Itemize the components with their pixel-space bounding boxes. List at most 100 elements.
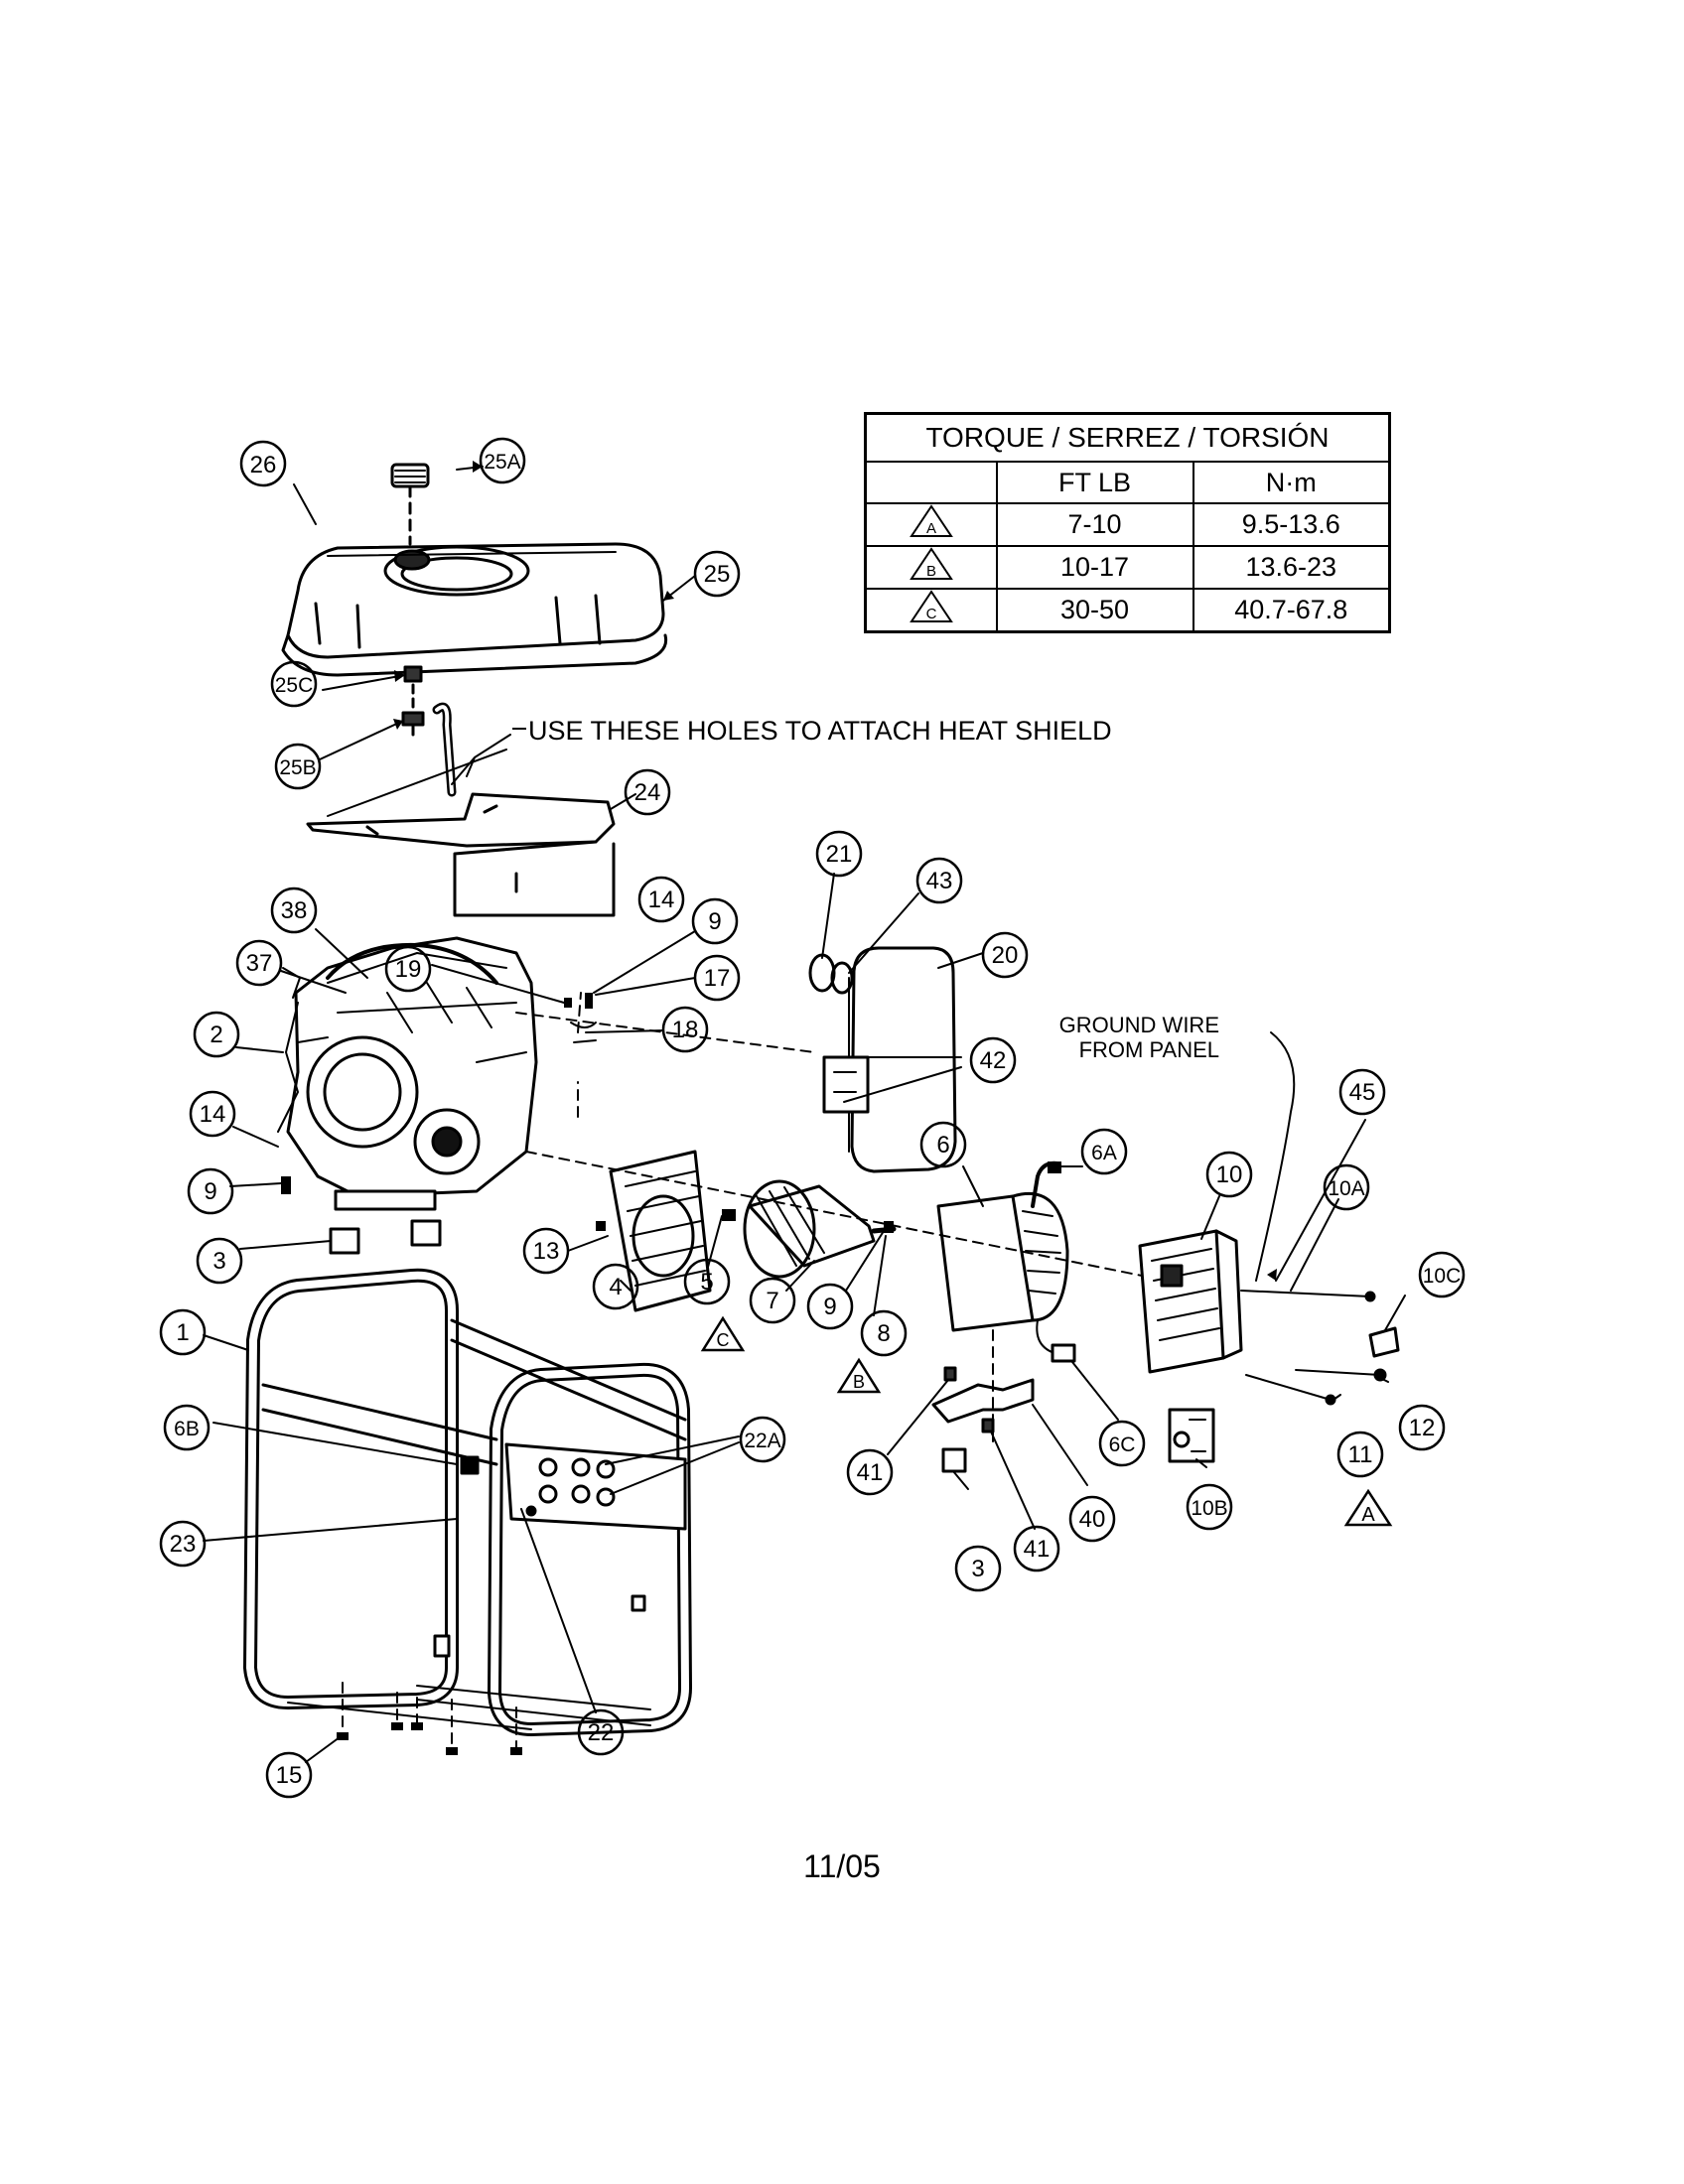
svg-text:7: 7	[766, 1288, 778, 1314]
torque-table: TORQUE / SERREZ / TORSIÓN FT LB N·m A 7-…	[864, 412, 1391, 633]
callout-20: 20	[981, 931, 1029, 979]
svg-text:6B: 6B	[174, 1418, 200, 1440]
mounting-bracket	[931, 1366, 1035, 1473]
callout-19: 19	[384, 945, 432, 993]
svg-text:9: 9	[204, 1178, 216, 1205]
callout-14-left: 14	[189, 1090, 236, 1138]
svg-text:1: 1	[176, 1319, 189, 1346]
svg-text:25C: 25C	[275, 674, 314, 697]
svg-text:A: A	[926, 520, 936, 537]
svg-text:8: 8	[877, 1320, 890, 1347]
header-ft-lb: FT LB	[995, 461, 1194, 504]
muffler	[822, 946, 957, 1173]
svg-text:37: 37	[246, 950, 273, 977]
outlet-6b	[460, 1455, 480, 1475]
callout-23: 23	[159, 1520, 207, 1568]
torque-mark-c: C	[700, 1315, 746, 1352]
callout-1: 1	[159, 1308, 207, 1356]
callout-10b: 10B	[1186, 1483, 1233, 1531]
row-b-nm: 13.6-23	[1192, 545, 1391, 590]
callout-14-top: 14	[637, 876, 685, 923]
callout-3-left: 3	[196, 1237, 243, 1285]
heat-shield-note: USE THESE HOLES TO ATTACH HEAT SHIELD	[528, 716, 1112, 746]
row-b-ft-lb: 10-17	[995, 545, 1194, 590]
torque-mark-b: B	[836, 1357, 882, 1394]
svg-text:25B: 25B	[279, 756, 316, 779]
callout-42: 42	[969, 1036, 1017, 1084]
callout-13: 13	[522, 1227, 570, 1275]
svg-text:3: 3	[212, 1248, 225, 1275]
svg-text:13: 13	[533, 1238, 560, 1265]
svg-text:4: 4	[609, 1274, 622, 1300]
callout-45: 45	[1338, 1068, 1386, 1116]
svg-text:23: 23	[170, 1531, 197, 1558]
svg-text:B: B	[853, 1372, 865, 1392]
callout-22: 22	[577, 1708, 625, 1756]
callout-10c: 10C	[1418, 1251, 1466, 1298]
callout-9-mid: 9	[806, 1283, 854, 1330]
callout-24: 24	[624, 768, 671, 816]
svg-text:26: 26	[250, 452, 277, 478]
callout-22a: 22A	[739, 1416, 786, 1463]
callout-25: 25	[693, 550, 741, 598]
svg-text:17: 17	[704, 965, 731, 992]
fuel-cap	[390, 463, 430, 488]
warning-label	[1368, 1326, 1400, 1358]
row-a-nm: 9.5-13.6	[1192, 502, 1391, 547]
callout-6a: 6A	[1080, 1128, 1128, 1175]
callout-41-bottom: 41	[1013, 1525, 1060, 1572]
ground-wire	[1255, 1031, 1296, 1282]
svg-text:24: 24	[634, 779, 661, 806]
svg-text:6C: 6C	[1109, 1433, 1136, 1456]
svg-text:10: 10	[1216, 1161, 1243, 1188]
control-panel	[1138, 1229, 1243, 1374]
row-c-nm: 40.7-67.8	[1192, 588, 1391, 633]
circuit-board	[1168, 1408, 1215, 1463]
svg-text:21: 21	[826, 841, 853, 868]
callout-38: 38	[270, 887, 318, 934]
callout-5: 5	[683, 1258, 731, 1305]
callout-3-bottom: 3	[954, 1545, 1002, 1592]
svg-text:11: 11	[1348, 1441, 1373, 1468]
engine-mounts	[329, 1219, 442, 1255]
callout-40: 40	[1068, 1495, 1116, 1543]
torque-table-title: TORQUE / SERREZ / TORSIÓN	[864, 412, 1391, 463]
svg-text:45: 45	[1349, 1079, 1376, 1106]
callout-15: 15	[265, 1751, 313, 1799]
callout-37: 37	[235, 939, 283, 987]
rotor	[743, 1179, 897, 1279]
fuel-line-fittings	[401, 665, 457, 797]
callout-25a: 25A	[479, 437, 526, 484]
callout-21: 21	[815, 830, 863, 878]
svg-text:41: 41	[1024, 1536, 1051, 1563]
row-c-ft-lb: 30-50	[995, 588, 1194, 633]
svg-text:B: B	[926, 563, 936, 580]
callout-6: 6	[919, 1121, 967, 1168]
svg-text:19: 19	[395, 956, 422, 983]
callout-12: 12	[1398, 1404, 1446, 1451]
header-symbol	[864, 461, 998, 504]
svg-text:15: 15	[276, 1762, 303, 1789]
svg-text:22A: 22A	[744, 1430, 780, 1452]
stator	[936, 1160, 1076, 1363]
callout-11: 11	[1336, 1431, 1384, 1478]
fuel-tank	[281, 542, 668, 677]
svg-text:25A: 25A	[484, 451, 520, 474]
callout-26: 26	[239, 440, 287, 487]
svg-text:22: 22	[588, 1719, 615, 1746]
svg-text:2: 2	[210, 1022, 222, 1048]
callout-25b: 25B	[274, 743, 322, 790]
svg-text:14: 14	[200, 1101, 226, 1128]
callout-9-left: 9	[187, 1167, 234, 1215]
svg-text:12: 12	[1409, 1415, 1436, 1441]
svg-text:40: 40	[1079, 1506, 1106, 1533]
svg-text:C: C	[925, 606, 936, 622]
svg-text:9: 9	[823, 1294, 836, 1320]
engine	[277, 936, 538, 1211]
page-date: 11/05	[803, 1848, 881, 1884]
svg-text:43: 43	[926, 868, 953, 894]
svg-text:10C: 10C	[1423, 1265, 1462, 1288]
callout-41-left: 41	[846, 1448, 894, 1496]
row-a-ft-lb: 7-10	[995, 502, 1194, 547]
